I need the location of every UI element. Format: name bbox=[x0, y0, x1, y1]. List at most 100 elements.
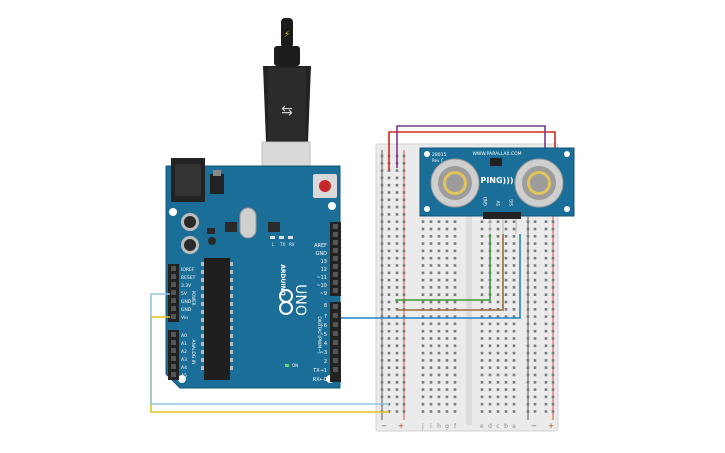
breadboard-hole[interactable] bbox=[504, 373, 508, 377]
breadboard-hole[interactable] bbox=[445, 351, 449, 355]
breadboard-hole[interactable] bbox=[512, 264, 516, 267]
breadboard-hole[interactable] bbox=[437, 359, 441, 362]
breadboard-hole[interactable] bbox=[421, 264, 425, 267]
breadboard-hole[interactable] bbox=[421, 329, 425, 333]
breadboard-hole[interactable] bbox=[496, 337, 500, 340]
breadboard-hole[interactable] bbox=[437, 286, 441, 289]
breadboard-hole[interactable] bbox=[544, 322, 548, 326]
breadboard-hole[interactable] bbox=[429, 402, 433, 406]
breadboard-hole[interactable] bbox=[429, 256, 433, 260]
breadboard-hole[interactable] bbox=[437, 381, 441, 384]
breadboard-hole[interactable] bbox=[402, 402, 406, 406]
breadboard-hole[interactable] bbox=[533, 293, 537, 296]
breadboard-hole[interactable] bbox=[504, 256, 508, 260]
breadboard-hole[interactable] bbox=[533, 278, 537, 282]
breadboard-hole[interactable] bbox=[395, 329, 399, 333]
breadboard-hole[interactable] bbox=[488, 344, 492, 348]
breadboard-hole[interactable] bbox=[551, 256, 555, 260]
breadboard-hole[interactable] bbox=[387, 242, 391, 245]
breadboard-hole[interactable] bbox=[480, 271, 484, 275]
breadboard-hole[interactable] bbox=[551, 286, 555, 289]
breadboard-hole[interactable] bbox=[437, 249, 441, 253]
breadboard-hole[interactable] bbox=[402, 344, 406, 348]
breadboard-hole[interactable] bbox=[395, 271, 399, 275]
breadboard-hole[interactable] bbox=[380, 373, 384, 377]
breadboard-hole[interactable] bbox=[437, 344, 441, 348]
breadboard-hole[interactable] bbox=[380, 242, 384, 245]
breadboard-hole[interactable] bbox=[512, 337, 516, 340]
breadboard-hole[interactable] bbox=[544, 410, 548, 413]
breadboard-hole[interactable] bbox=[504, 381, 508, 384]
breadboard-hole[interactable] bbox=[533, 351, 537, 355]
breadboard-hole[interactable] bbox=[526, 366, 530, 369]
breadboard-hole[interactable] bbox=[387, 286, 391, 289]
breadboard-hole[interactable] bbox=[496, 249, 500, 253]
breadboard-hole[interactable] bbox=[429, 264, 433, 267]
breadboard-hole[interactable] bbox=[504, 278, 508, 282]
breadboard-hole[interactable] bbox=[526, 249, 530, 253]
breadboard-hole[interactable] bbox=[387, 308, 391, 311]
breadboard-hole[interactable] bbox=[526, 235, 530, 238]
breadboard-hole[interactable] bbox=[533, 308, 537, 311]
breadboard-hole[interactable] bbox=[480, 366, 484, 369]
breadboard-hole[interactable] bbox=[504, 344, 508, 348]
breadboard-hole[interactable] bbox=[380, 227, 384, 231]
breadboard-hole[interactable] bbox=[437, 264, 441, 267]
breadboard-hole[interactable] bbox=[453, 235, 457, 238]
breadboard-hole[interactable] bbox=[480, 249, 484, 253]
breadboard-hole[interactable] bbox=[421, 271, 425, 275]
breadboard-hole[interactable] bbox=[437, 322, 441, 326]
breadboard-hole[interactable] bbox=[445, 235, 449, 238]
breadboard-hole[interactable] bbox=[551, 402, 555, 406]
breadboard-hole[interactable] bbox=[551, 322, 555, 326]
breadboard-hole[interactable] bbox=[380, 220, 384, 223]
breadboard-hole[interactable] bbox=[496, 359, 500, 362]
breadboard-hole[interactable] bbox=[512, 242, 516, 245]
breadboard-hole[interactable] bbox=[445, 271, 449, 275]
breadboard-hole[interactable] bbox=[488, 366, 492, 369]
breadboard-hole[interactable] bbox=[526, 256, 530, 260]
breadboard-hole[interactable] bbox=[544, 381, 548, 384]
breadboard-hole[interactable] bbox=[421, 344, 425, 348]
breadboard-hole[interactable] bbox=[504, 359, 508, 362]
breadboard-hole[interactable] bbox=[488, 402, 492, 406]
breadboard-hole[interactable] bbox=[421, 293, 425, 296]
breadboard-hole[interactable] bbox=[551, 366, 555, 369]
breadboard-hole[interactable] bbox=[437, 235, 441, 238]
breadboard-hole[interactable] bbox=[453, 293, 457, 296]
breadboard-hole[interactable] bbox=[437, 278, 441, 282]
breadboard-hole[interactable] bbox=[380, 315, 384, 318]
breadboard-hole[interactable] bbox=[544, 351, 548, 355]
breadboard-hole[interactable] bbox=[533, 264, 537, 267]
breadboard-hole[interactable] bbox=[395, 337, 399, 340]
breadboard-hole[interactable] bbox=[380, 308, 384, 311]
breadboard-hole[interactable] bbox=[533, 220, 537, 223]
breadboard-hole[interactable] bbox=[445, 344, 449, 348]
breadboard-hole[interactable] bbox=[395, 191, 399, 194]
breadboard-hole[interactable] bbox=[380, 329, 384, 333]
breadboard-hole[interactable] bbox=[496, 351, 500, 355]
breadboard-hole[interactable] bbox=[380, 388, 384, 391]
breadboard-hole[interactable] bbox=[544, 388, 548, 391]
breadboard-hole[interactable] bbox=[544, 264, 548, 267]
breadboard-hole[interactable] bbox=[445, 264, 449, 267]
breadboard-hole[interactable] bbox=[533, 329, 537, 333]
breadboard-hole[interactable] bbox=[445, 329, 449, 333]
breadboard-hole[interactable] bbox=[387, 395, 391, 399]
breadboard-hole[interactable] bbox=[496, 381, 500, 384]
breadboard-hole[interactable] bbox=[395, 410, 399, 413]
breadboard-hole[interactable] bbox=[395, 242, 399, 245]
breadboard-hole[interactable] bbox=[387, 388, 391, 391]
breadboard-hole[interactable] bbox=[421, 278, 425, 282]
breadboard-hole[interactable] bbox=[429, 286, 433, 289]
breadboard-hole[interactable] bbox=[512, 286, 516, 289]
breadboard-hole[interactable] bbox=[402, 256, 406, 260]
breadboard-hole[interactable] bbox=[380, 286, 384, 289]
breadboard-hole[interactable] bbox=[480, 256, 484, 260]
breadboard-hole[interactable] bbox=[551, 242, 555, 245]
breadboard-hole[interactable] bbox=[480, 242, 484, 245]
breadboard-hole[interactable] bbox=[421, 337, 425, 340]
breadboard-hole[interactable] bbox=[380, 213, 384, 216]
breadboard-hole[interactable] bbox=[480, 344, 484, 348]
breadboard-hole[interactable] bbox=[480, 300, 484, 304]
